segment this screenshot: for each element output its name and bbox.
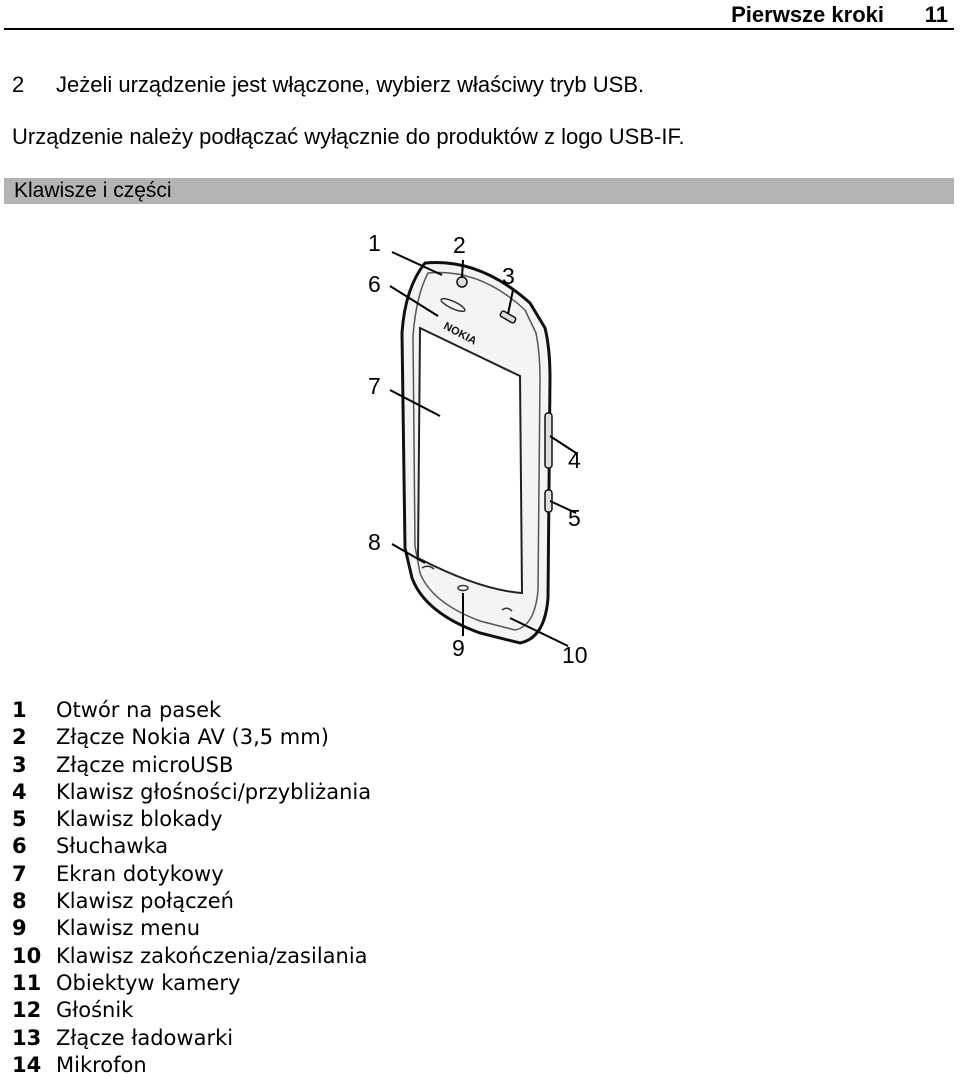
part-number: 7 (12, 861, 27, 886)
section-title: Klawisze i części (14, 179, 172, 202)
callout-1: 1 (368, 230, 381, 256)
part-number: 1 (12, 698, 27, 722)
list-item: 1 Otwór na pasek (12, 697, 371, 724)
callout-3: 3 (502, 263, 515, 289)
part-number: 6 (12, 834, 27, 859)
part-label: Głośnik (56, 998, 134, 1023)
list-item: 12 Głośnik (12, 997, 371, 1024)
usb-note: Urządzenie należy podłączać wyłącznie do… (12, 124, 685, 149)
section-name: Pierwsze kroki (731, 2, 884, 27)
part-number: 4 (12, 779, 27, 804)
part-label: Klawisz blokady (56, 807, 223, 832)
part-label: Ekran dotykowy (56, 861, 224, 886)
callout-4: 4 (568, 447, 581, 473)
page-header: Pierwsze kroki 11 (4, 0, 954, 30)
callout-9: 9 (452, 635, 465, 661)
part-number: 3 (12, 752, 27, 777)
end-key-mark (501, 607, 513, 612)
list-item: 6 Słuchawka (12, 833, 371, 860)
list-item: 3 Złącze microUSB (12, 752, 371, 779)
list-item: 4 Klawisz głośności/przybliżania (12, 779, 371, 806)
volume-key (544, 412, 553, 469)
part-label: Klawisz połączeń (56, 889, 234, 914)
page-number: 11 (924, 2, 948, 27)
part-label: Klawisz menu (56, 916, 201, 941)
part-label: Klawisz głośności/przybliżania (56, 779, 372, 804)
touch-screen (416, 326, 524, 595)
list-item: 14 Mikrofon (12, 1052, 371, 1079)
step-text: Jeżeli urządzenie jest włączone, wybierz… (56, 72, 645, 97)
call-key-mark (421, 565, 435, 570)
list-item: 11 Obiektyw kamery (12, 970, 371, 997)
part-label: Mikrofon (56, 1052, 147, 1077)
av-connector (456, 276, 468, 288)
list-item: 5 Klawisz blokady (12, 806, 371, 833)
part-number: 12 (12, 998, 42, 1023)
part-number: 2 (12, 725, 27, 750)
callout-2: 2 (453, 232, 466, 258)
phone-diagram: NOKIA 1 2 3 4 5 6 7 8 9 10 (368, 230, 588, 668)
part-label: Złącze Nokia AV (3,5 mm) (56, 725, 329, 750)
part-label: Słuchawka (56, 834, 169, 859)
part-number: 13 (12, 1025, 42, 1050)
microusb-port (499, 310, 517, 324)
callout-10: 10 (562, 642, 588, 668)
list-item: 9 Klawisz menu (12, 915, 371, 942)
phone-bezel (412, 271, 541, 631)
instruction-step: 2 Jeżeli urządzenie jest włączone, wybier… (12, 72, 644, 98)
step-number: 2 (12, 72, 25, 97)
earpiece (440, 297, 466, 313)
list-item: 2 Złącze Nokia AV (3,5 mm) (12, 724, 371, 751)
list-item: 13 Złącze ładowarki (12, 1025, 371, 1052)
list-item: 7 Ekran dotykowy (12, 861, 371, 888)
list-item: 10 Klawisz zakończenia/zasilania (12, 943, 371, 970)
part-number: 9 (12, 916, 27, 941)
part-label: Złącze microUSB (56, 752, 234, 777)
section-title-bar: Klawisze i części (4, 178, 954, 204)
part-number: 10 (12, 943, 42, 968)
parts-list: 1 Otwór na pasek 2 Złącze Nokia AV (3,5 mm… (12, 697, 371, 1079)
list-item: 8 Klawisz połączeń (12, 888, 371, 915)
callout-7: 7 (368, 373, 381, 399)
callout-8: 8 (368, 529, 381, 555)
menu-key-mark (457, 584, 469, 592)
part-number: 14 (12, 1052, 42, 1077)
part-label: Obiektyw kamery (56, 970, 241, 995)
part-label: Otwór na pasek (56, 698, 222, 722)
part-number: 8 (12, 889, 27, 914)
callout-5: 5 (568, 505, 581, 531)
part-number: 11 (12, 970, 42, 995)
part-number: 5 (12, 807, 27, 832)
part-label: Złącze ładowarki (56, 1025, 234, 1050)
part-label: Klawisz zakończenia/zasilania (56, 943, 368, 968)
callout-6: 6 (368, 271, 381, 297)
